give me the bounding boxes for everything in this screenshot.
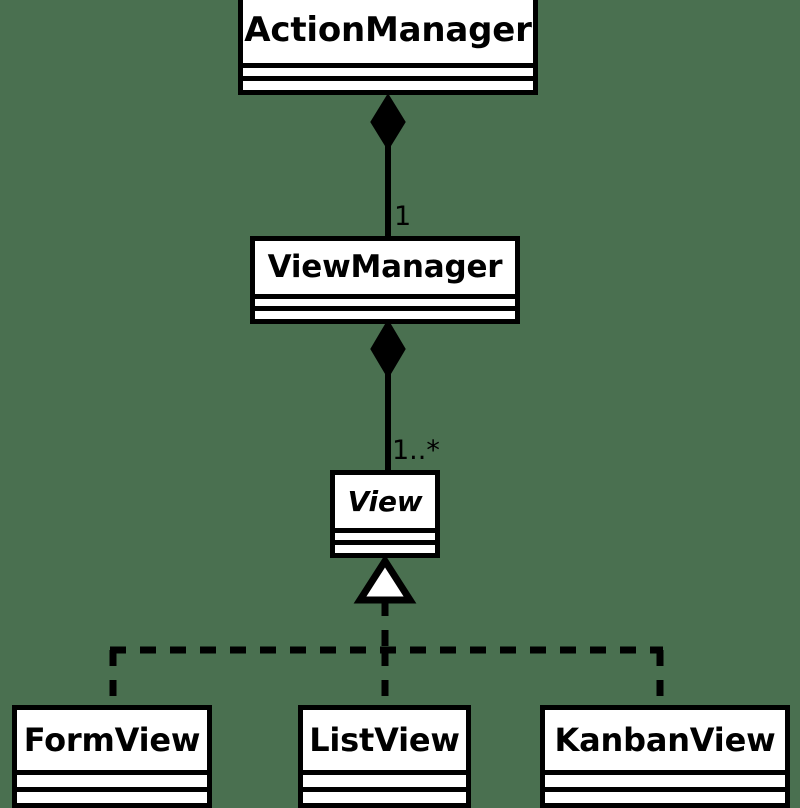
composition-diamond-viewmanager (370, 319, 406, 379)
class-node-view-manager[interactable]: ViewManager (250, 236, 520, 324)
edge-generalization-view (109, 554, 664, 706)
edge-actionmanager-viewmanager (370, 93, 406, 236)
class-node-kanban-view[interactable]: KanbanView (540, 705, 790, 808)
operations-compartment-view-manager (255, 306, 515, 319)
class-name-action-manager: ActionManager (244, 10, 532, 50)
attributes-compartment-view-manager (255, 294, 515, 307)
multiplicity-viewmanager-view: 1..* (392, 435, 440, 466)
class-node-action-manager[interactable]: ActionManager (238, 0, 538, 95)
operations-compartment-action-manager (243, 76, 533, 90)
operations-compartment-list-view (303, 786, 466, 803)
class-node-list-view[interactable]: ListView (298, 705, 471, 808)
operations-compartment-view (335, 540, 435, 553)
edge-viewmanager-view (370, 319, 406, 470)
operations-compartment-kanban-view (545, 786, 785, 803)
operations-compartment-form-view (17, 786, 207, 803)
class-node-form-view[interactable]: FormView (12, 705, 212, 808)
class-name-view-manager: ViewManager (267, 249, 503, 285)
class-name-kanban-view: KanbanView (554, 721, 776, 759)
composition-diamond-actionmanager (370, 93, 406, 151)
class-name-list-view: ListView (309, 721, 460, 759)
attributes-compartment-view (335, 528, 435, 541)
attributes-compartment-kanban-view (545, 770, 785, 787)
attributes-compartment-form-view (17, 770, 207, 787)
attributes-compartment-list-view (303, 770, 466, 787)
attributes-compartment-action-manager (243, 63, 533, 77)
class-name-form-view: FormView (23, 721, 201, 759)
class-node-view[interactable]: View (330, 470, 440, 558)
multiplicity-actionmanager-viewmanager: 1 (394, 201, 412, 232)
generalization-triangle-view (353, 554, 417, 604)
class-name-view: View (347, 484, 423, 518)
